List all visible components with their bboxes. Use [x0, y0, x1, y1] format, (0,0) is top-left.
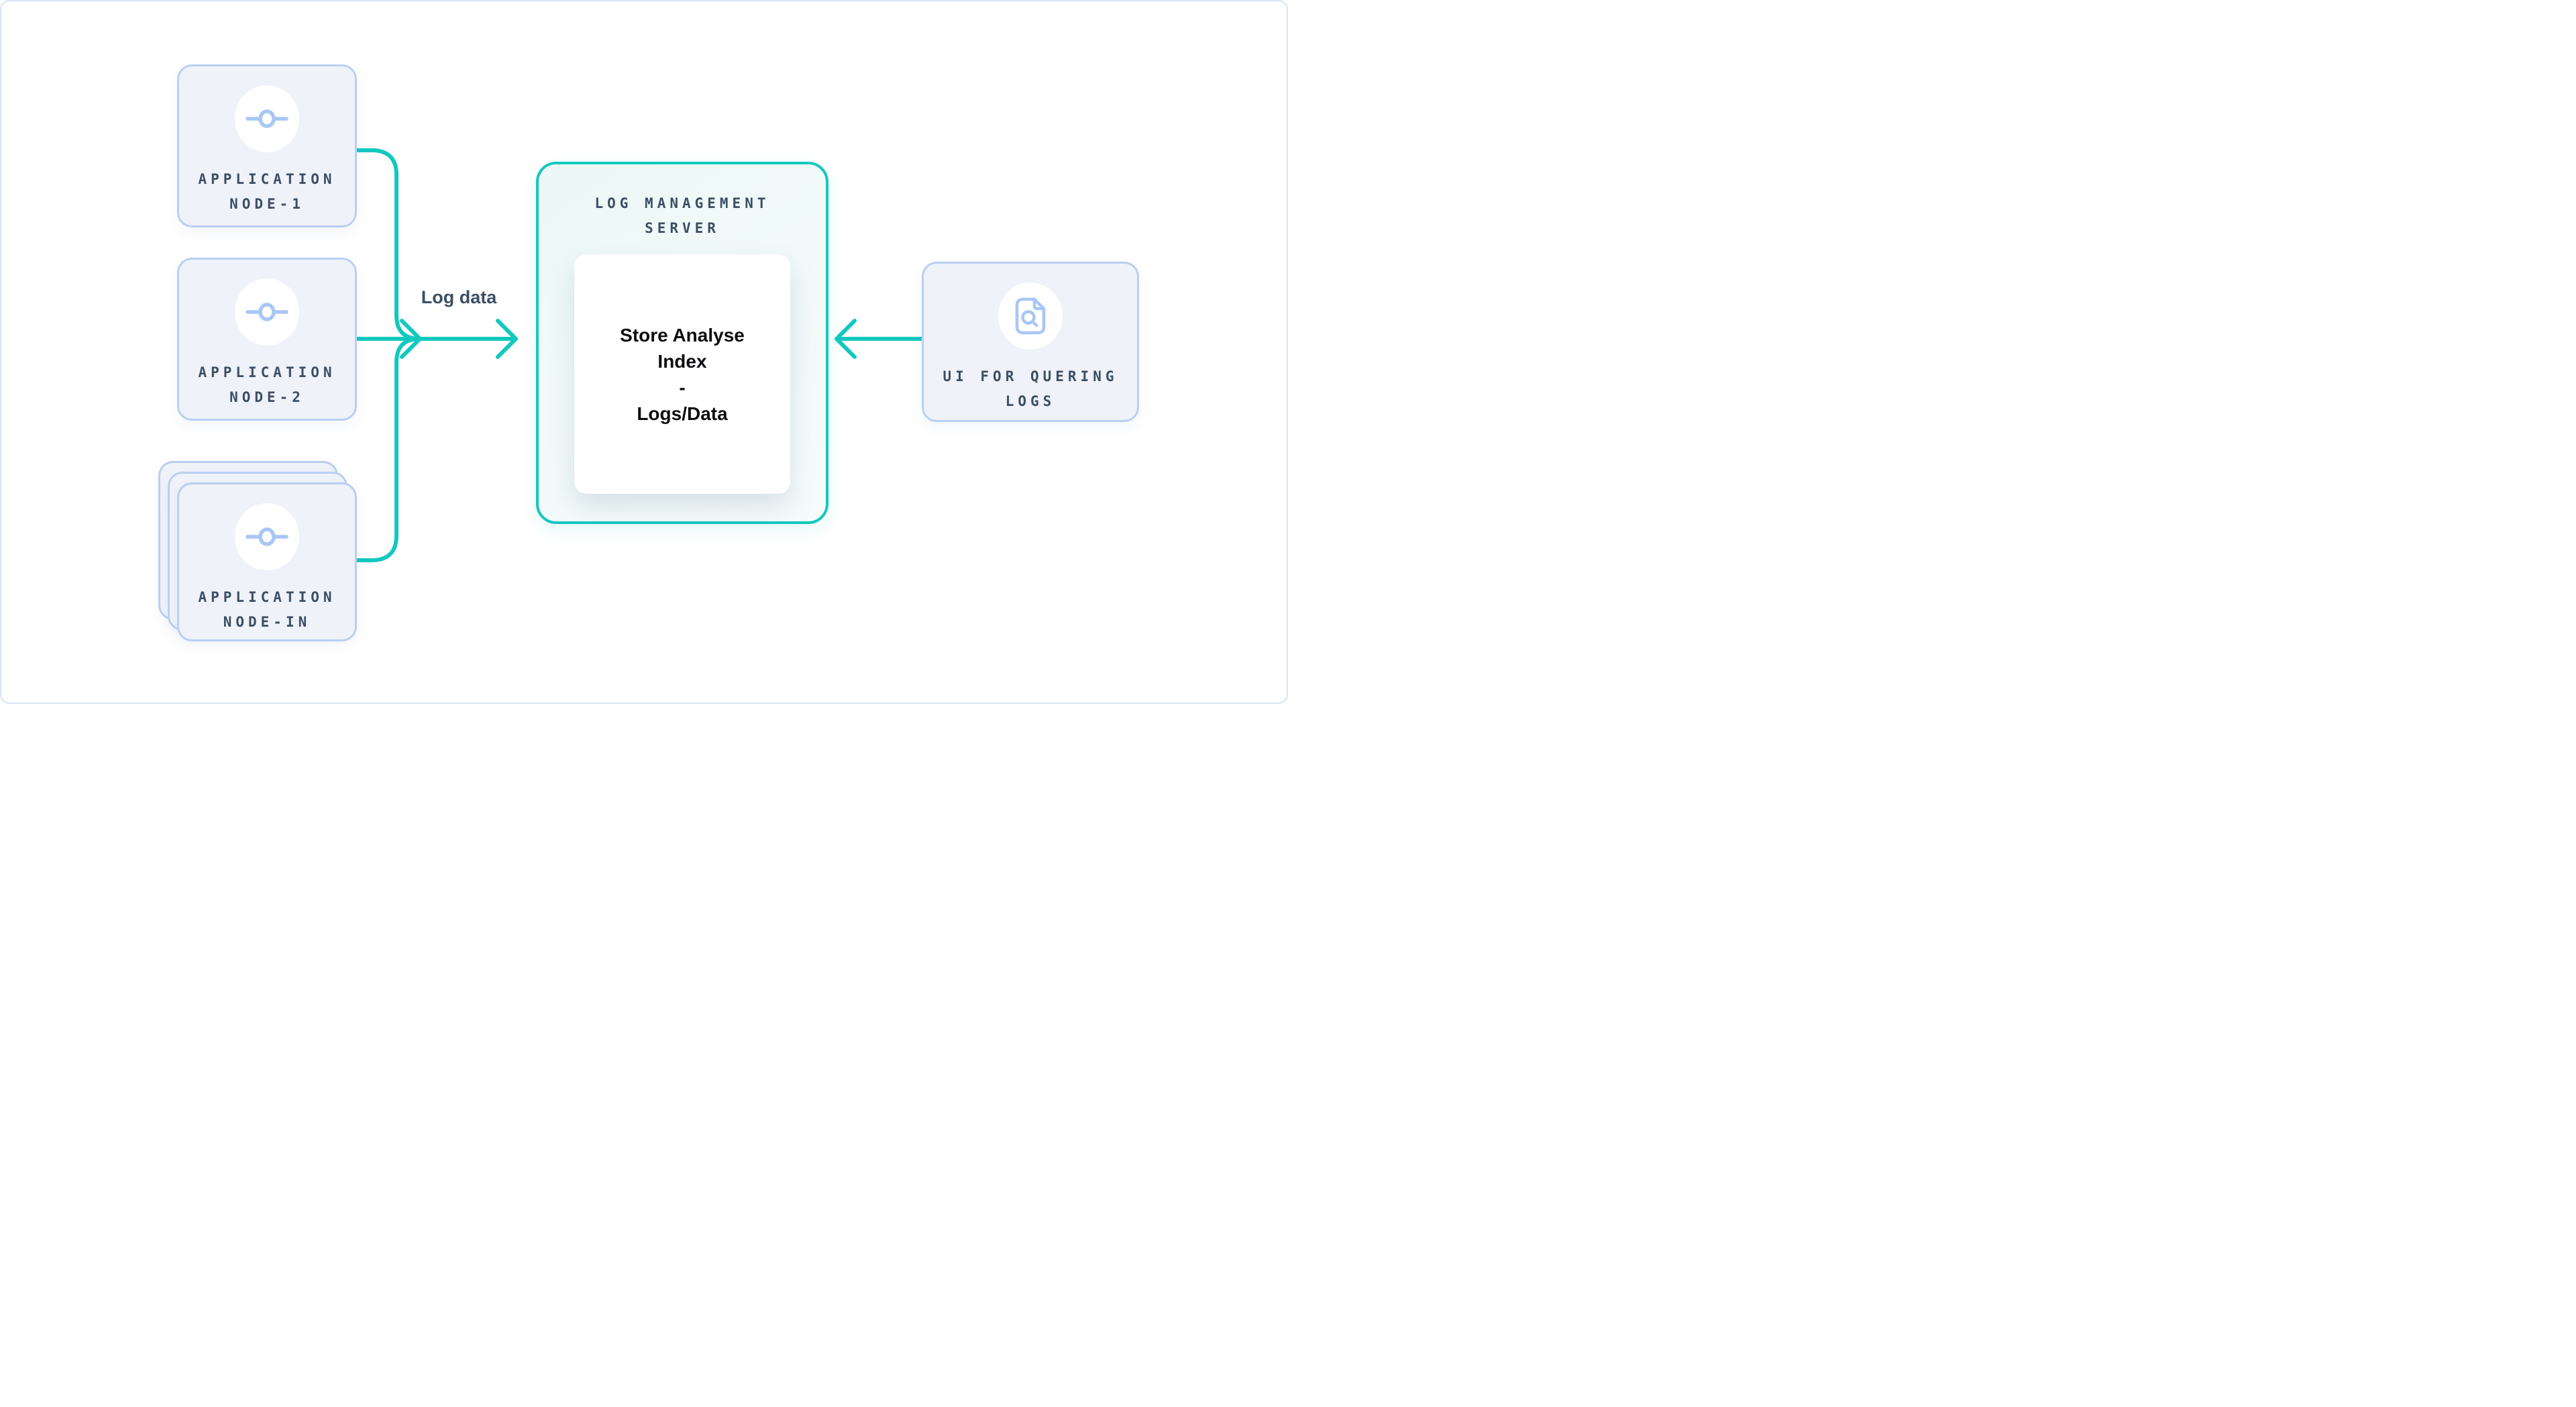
log-management-server-box: LOG MANAGEMENT SERVER Store Analyse Inde… [536, 162, 828, 524]
node-label: APPLICATION NODE-2 [198, 360, 335, 410]
query-arrowhead-icon [835, 319, 857, 359]
application-node-1-box: APPLICATION NODE-1 [177, 64, 357, 227]
server-store-card: Store Analyse Index - Logs/Data [574, 254, 790, 494]
card-line: - [679, 376, 686, 398]
server-title-line1: LOG MANAGEMENT [594, 195, 770, 211]
edge-label-log-data: Log data [421, 287, 497, 307]
node-label: APPLICATION NODE-IN [198, 585, 335, 635]
card-line: Store Analyse [620, 324, 745, 346]
node-icon-badge [235, 85, 299, 152]
node-label-line2: NODE-1 [229, 196, 305, 212]
node-label-line1: APPLICATION [198, 171, 336, 187]
edge-nodein-to-junction [354, 337, 422, 562]
node-label-line2: NODE-IN [223, 614, 311, 630]
server-title: LOG MANAGEMENT SERVER [594, 191, 769, 241]
application-node-2-box: APPLICATION NODE-2 [177, 258, 357, 421]
node-label-line2: NODE-2 [229, 389, 305, 405]
document-search-icon [1015, 297, 1046, 335]
node-label: APPLICATION NODE-1 [198, 167, 335, 217]
node-icon-badge [235, 278, 299, 346]
query-label-line2: LOGS [1005, 393, 1056, 409]
card-line: Logs/Data [637, 403, 728, 424]
diagram-canvas: Log data APPLICATION NODE-1 [0, 0, 1288, 704]
commit-icon [246, 109, 288, 128]
node-label-line1: APPLICATION [198, 364, 336, 380]
edge-node1-to-junction [355, 148, 422, 341]
commit-icon [246, 527, 288, 546]
junction-arrowhead-icon [400, 319, 422, 359]
application-node-in-box: APPLICATION NODE-IN [177, 482, 357, 641]
query-icon-badge [998, 282, 1063, 350]
query-label-line1: UI FOR QUERING [943, 368, 1118, 384]
card-line: Index [657, 350, 707, 372]
server-title-line2: SERVER [645, 220, 720, 236]
commit-icon [246, 303, 288, 321]
node-icon-badge [235, 503, 299, 570]
ui-for-querying-logs-box: UI FOR QUERING LOGS [922, 262, 1139, 422]
server-arrowhead-icon [496, 319, 518, 359]
query-label: UI FOR QUERING LOGS [943, 364, 1118, 414]
node-label-line1: APPLICATION [198, 589, 336, 605]
